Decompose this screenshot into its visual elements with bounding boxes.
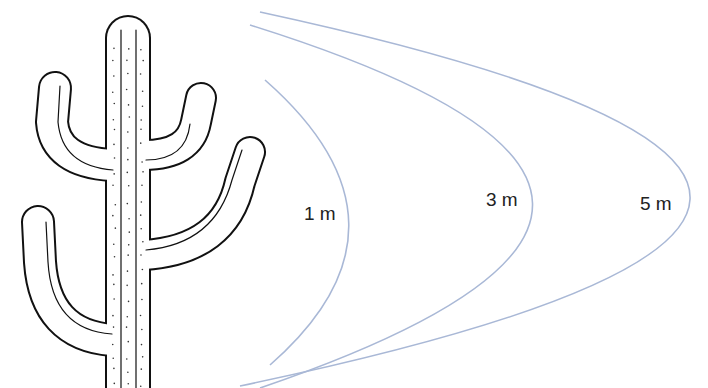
distance-label: 3 m [484, 189, 520, 212]
arc-3m [250, 25, 533, 388]
distance-label: 5 m [638, 193, 674, 216]
distance-arcs [240, 12, 690, 388]
cactus [38, 30, 250, 388]
arc-1m [265, 80, 349, 365]
arc-5m [240, 12, 690, 386]
distance-label: 1 m [302, 203, 338, 226]
cactus-spines [112, 48, 144, 388]
